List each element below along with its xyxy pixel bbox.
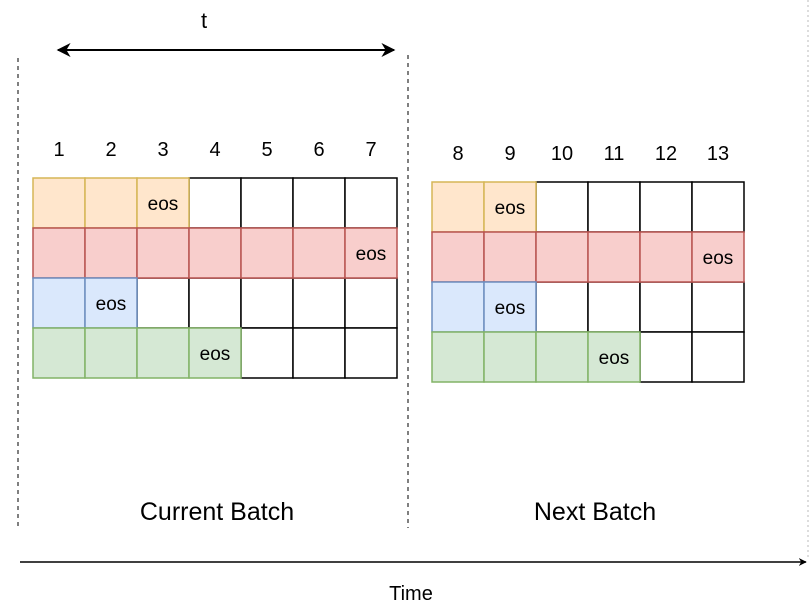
green-token-cell — [483, 331, 537, 383]
next-batch-label: Next Batch — [534, 498, 656, 526]
green-token-cell — [32, 327, 86, 379]
next-step-9: 9 — [504, 143, 515, 165]
eos-label: eos — [703, 248, 734, 269]
green-token-cell — [188, 327, 242, 379]
red-token-cell — [535, 231, 589, 283]
blue-token-cell — [483, 281, 537, 333]
orange-token-cell — [32, 177, 86, 229]
eos-label: eos — [495, 198, 526, 219]
blue-token-cell — [431, 281, 485, 333]
next-step-10: 10 — [551, 143, 573, 165]
empty-cell — [587, 281, 641, 333]
eos-label: eos — [96, 294, 127, 315]
current-step-4: 4 — [209, 139, 220, 161]
empty-cell — [136, 277, 190, 329]
orange-token-cell — [431, 181, 485, 233]
eos-label: eos — [200, 344, 231, 365]
empty-cell — [344, 327, 398, 379]
orange-token-cell — [136, 177, 190, 229]
green-token-cell — [535, 331, 589, 383]
empty-cell — [292, 177, 346, 229]
next-step-8: 8 — [452, 143, 463, 165]
current-step-3: 3 — [157, 139, 168, 161]
empty-cell — [587, 181, 641, 233]
next-step-13: 13 — [707, 143, 729, 165]
empty-cell — [240, 177, 294, 229]
empty-cell — [691, 331, 745, 383]
duration-label: t — [201, 8, 207, 33]
red-token-cell — [691, 231, 745, 283]
current-step-2: 2 — [105, 139, 116, 161]
empty-cell — [188, 177, 242, 229]
empty-cell — [639, 281, 693, 333]
empty-cell — [344, 277, 398, 329]
eos-label: eos — [148, 194, 179, 215]
next-batch-grid: 8 9 10 11 12 13 eos eos eos eos — [431, 143, 745, 383]
empty-cell — [240, 277, 294, 329]
eos-label: eos — [495, 298, 526, 319]
red-token-cell — [587, 231, 641, 283]
current-batch-label: Current Batch — [140, 498, 294, 526]
green-token-cell — [587, 331, 641, 383]
empty-cell — [240, 327, 294, 379]
red-token-cell — [136, 227, 190, 279]
orange-token-cell — [84, 177, 138, 229]
empty-cell — [639, 331, 693, 383]
eos-label: eos — [356, 244, 387, 265]
current-step-1: 1 — [53, 139, 64, 161]
red-token-cell — [639, 231, 693, 283]
red-token-cell — [32, 227, 86, 279]
empty-cell — [188, 277, 242, 329]
red-token-cell — [240, 227, 294, 279]
current-step-7: 7 — [365, 139, 376, 161]
current-step-5: 5 — [261, 139, 272, 161]
empty-cell — [292, 277, 346, 329]
blue-token-cell — [32, 277, 86, 329]
eos-label: eos — [599, 348, 630, 369]
empty-cell — [691, 281, 745, 333]
empty-cell — [292, 327, 346, 379]
red-token-cell — [84, 227, 138, 279]
current-batch-grid: 1 2 3 4 5 6 7 eos eos eos eos — [32, 139, 398, 379]
time-label: Time — [389, 583, 433, 605]
empty-cell — [535, 181, 589, 233]
red-token-cell — [344, 227, 398, 279]
red-token-cell — [188, 227, 242, 279]
empty-cell — [344, 177, 398, 229]
next-step-12: 12 — [655, 143, 677, 165]
red-token-cell — [292, 227, 346, 279]
empty-cell — [691, 181, 745, 233]
green-token-cell — [431, 331, 485, 383]
red-token-cell — [431, 231, 485, 283]
green-token-cell — [84, 327, 138, 379]
next-step-11: 11 — [604, 143, 625, 165]
orange-token-cell — [483, 181, 537, 233]
empty-cell — [535, 281, 589, 333]
blue-token-cell — [84, 277, 138, 329]
green-token-cell — [136, 327, 190, 379]
current-step-6: 6 — [313, 139, 324, 161]
red-token-cell — [483, 231, 537, 283]
empty-cell — [639, 181, 693, 233]
